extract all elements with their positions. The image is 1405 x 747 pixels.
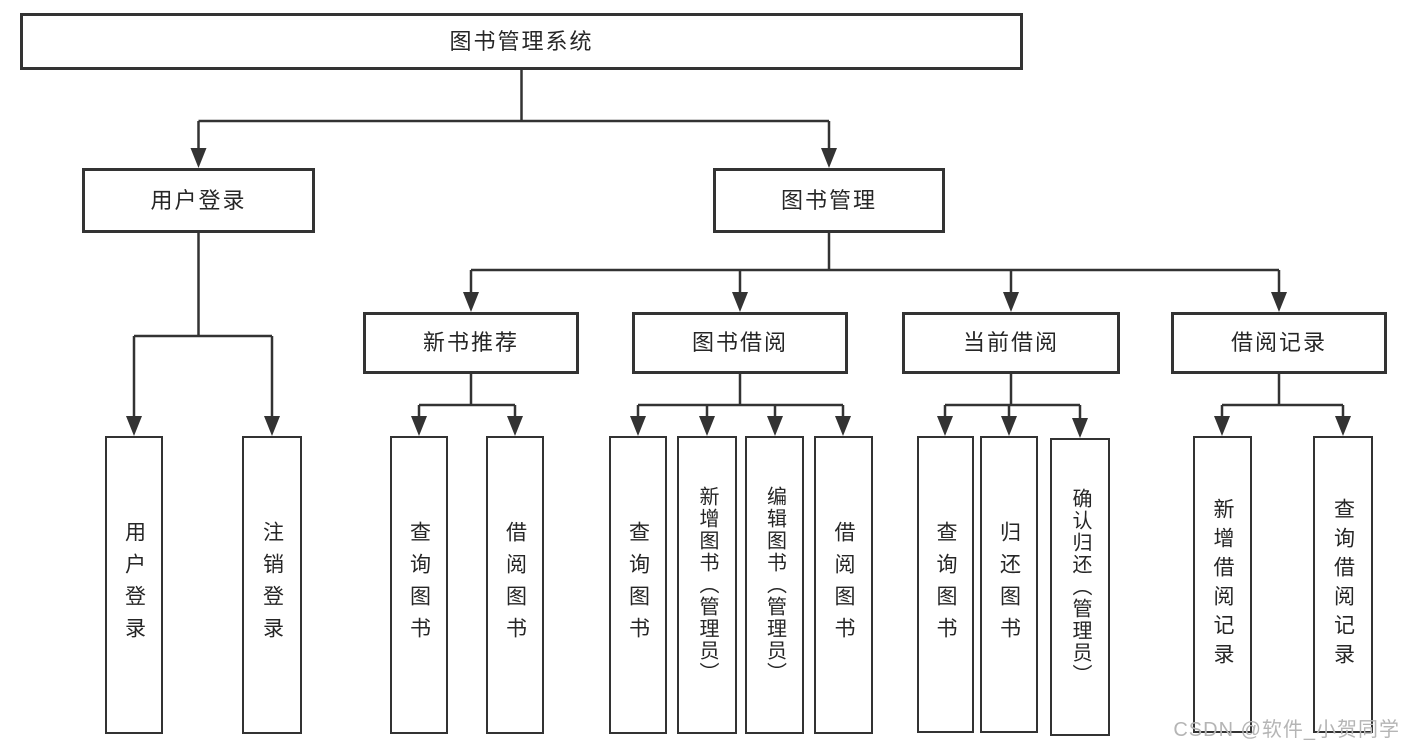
leaf-borrow-books-recommend: 借阅图书 — [486, 436, 544, 734]
leaf-query-books-current: 查询图书 — [917, 436, 974, 733]
leaf-logout: 注销登录 — [242, 436, 302, 734]
leaf-add-borrow-record: 新增借阅记录 — [1193, 436, 1252, 733]
leaf-return-book: 归还图书 — [980, 436, 1038, 733]
leaf-query-books-recommend: 查询图书 — [390, 436, 448, 734]
node-new-book-recommend: 新书推荐 — [363, 312, 579, 374]
node-borrow-record: 借阅记录 — [1171, 312, 1387, 374]
node-current-borrow: 当前借阅 — [902, 312, 1120, 374]
node-book-borrow: 图书借阅 — [632, 312, 848, 374]
leaf-query-books-borrow: 查询图书 — [609, 436, 667, 734]
leaf-borrow-books: 借阅图书 — [814, 436, 873, 734]
leaf-add-book-admin: 新增图书（管理员） — [677, 436, 737, 734]
leaf-edit-book-admin: 编辑图书（管理员） — [745, 436, 804, 734]
leaf-user-login: 用户登录 — [105, 436, 163, 734]
node-user-login: 用户登录 — [82, 168, 315, 233]
leaf-confirm-return-admin: 确认归还（管理员） — [1050, 438, 1110, 736]
node-book-management: 图书管理 — [713, 168, 945, 233]
leaf-query-borrow-record: 查询借阅记录 — [1313, 436, 1373, 733]
node-root: 图书管理系统 — [20, 13, 1023, 70]
